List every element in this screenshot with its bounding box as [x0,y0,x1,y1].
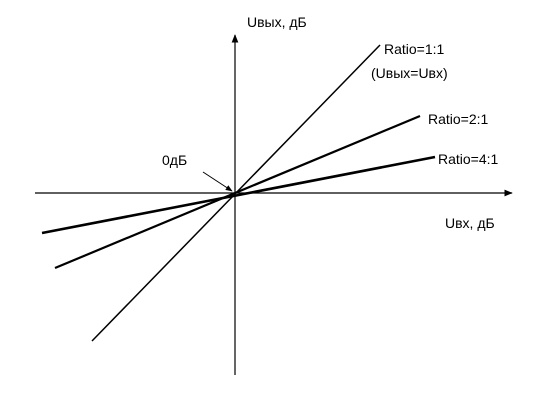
y-axis-label: Uвых, дБ [247,14,307,30]
origin-pointer [202,171,233,192]
origin-label: 0дБ [162,152,187,168]
ratio-1-1-label: Ratio=1:1 [384,41,445,57]
ratio-2-1-line [54,114,421,270]
ratio-4-1-label: Ratio=4:1 [438,151,499,167]
ratio-1-1-note: (Uвых=Uвх) [371,65,448,81]
ratio-4-1-line [41,155,436,235]
ratio-2-1-label: Ratio=2:1 [428,111,489,127]
x-axis-label: Uвх, дБ [445,215,495,231]
